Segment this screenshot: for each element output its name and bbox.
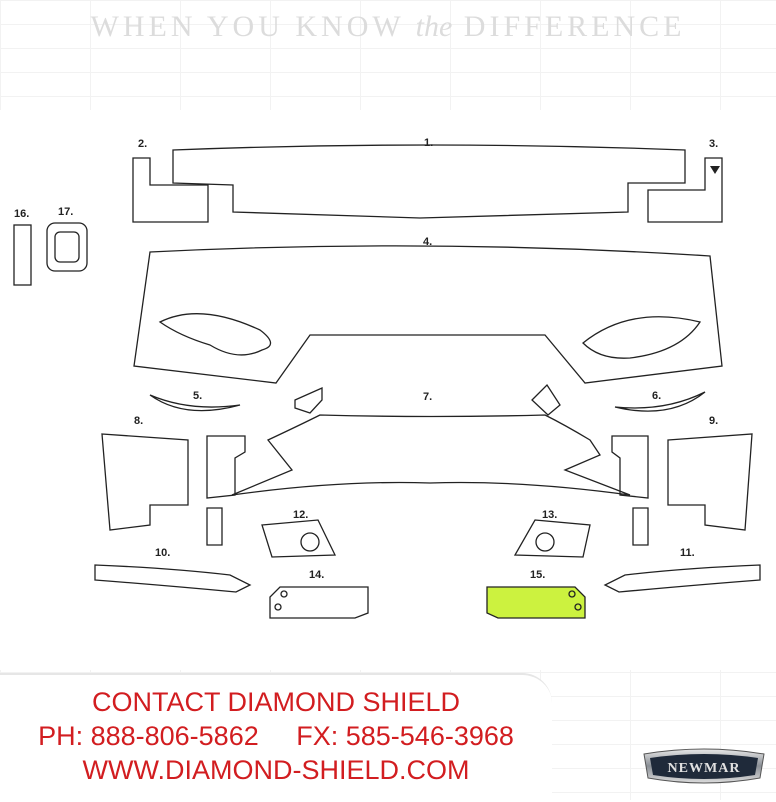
contact-phone-fax-row: PH: 888-806-5862 FX: 585-546-3968 [0,719,552,753]
part-10-shape [94,564,252,593]
part-8-shape [101,433,189,531]
part-13-hole [535,532,555,552]
contact-panel: CONTACT DIAMOND SHIELD PH: 888-806-5862 … [0,673,552,802]
tagline-post: DIFFERENCE [452,10,686,43]
contact-website[interactable]: WWW.DIAMOND-SHIELD.COM [82,755,470,785]
part-4-right-headlight [582,316,702,359]
part-3-sensor [710,166,720,174]
left-insert-upper [206,435,246,499]
contact-fax: FX: 585-546-3968 [296,721,514,751]
part-16-label: 16. [14,208,29,220]
part-11-label: 11. [680,547,695,559]
part-9-shape [667,433,753,531]
part-6-shape [614,391,706,412]
part-10-label: 10. [155,547,170,559]
part-7-shape [231,414,631,496]
header-tagline: WHEN YOU KNOW the DIFFERENCE [0,10,776,44]
part-12-label: 12. [293,509,308,521]
right-insert-upper [611,435,649,499]
part-14-hole-1 [280,590,288,598]
newmar-logo-text: NEWMAR [668,761,741,776]
part-4-left-headlight [158,313,272,356]
part-13-label: 13. [542,509,557,521]
part-1-label: 1. [424,137,433,149]
part-14-shape [269,586,369,619]
tagline-italic: the [415,10,453,43]
part-6-label: 6. [652,390,661,402]
part-13-shape [513,519,591,558]
left-insert-lower [206,507,223,546]
part-17-inner [54,231,80,263]
part-15-label: 15. [530,569,545,581]
part-15-hole-2 [574,603,582,611]
part-1-shape [172,144,686,219]
part-7-left-vent [294,386,323,414]
part-9-label: 9. [709,415,718,427]
part-4-shape [133,245,723,384]
part-2-label: 2. [138,138,147,150]
right-insert-lower [632,507,649,546]
part-5-shape [149,394,241,412]
part-14-label: 14. [309,569,324,581]
part-14-hole-2 [274,603,282,611]
part-12-shape [261,519,337,558]
diagram-canvas [0,110,776,670]
part-15-hole-1 [568,590,576,598]
tagline-pre: WHEN YOU KNOW [90,10,416,43]
part-8-label: 8. [134,415,143,427]
part-17-shape [46,222,88,272]
part-16-shape [13,224,32,286]
part-11-shape [603,564,761,593]
contact-phone: PH: 888-806-5862 [38,721,259,751]
part-5-label: 5. [193,390,202,402]
newmar-logo: NEWMAR [643,748,765,784]
part-17-label: 17. [58,206,73,218]
part-4-label: 4. [423,236,432,248]
part-12-hole [300,532,320,552]
part-3-shape [647,157,723,223]
part-2-shape [132,157,209,223]
part-7-right-vent [531,383,561,416]
part-7-label: 7. [423,391,432,403]
contact-title: CONTACT DIAMOND SHIELD [91,687,461,717]
part-3-label: 3. [709,138,718,150]
part-15-shape [486,586,586,619]
